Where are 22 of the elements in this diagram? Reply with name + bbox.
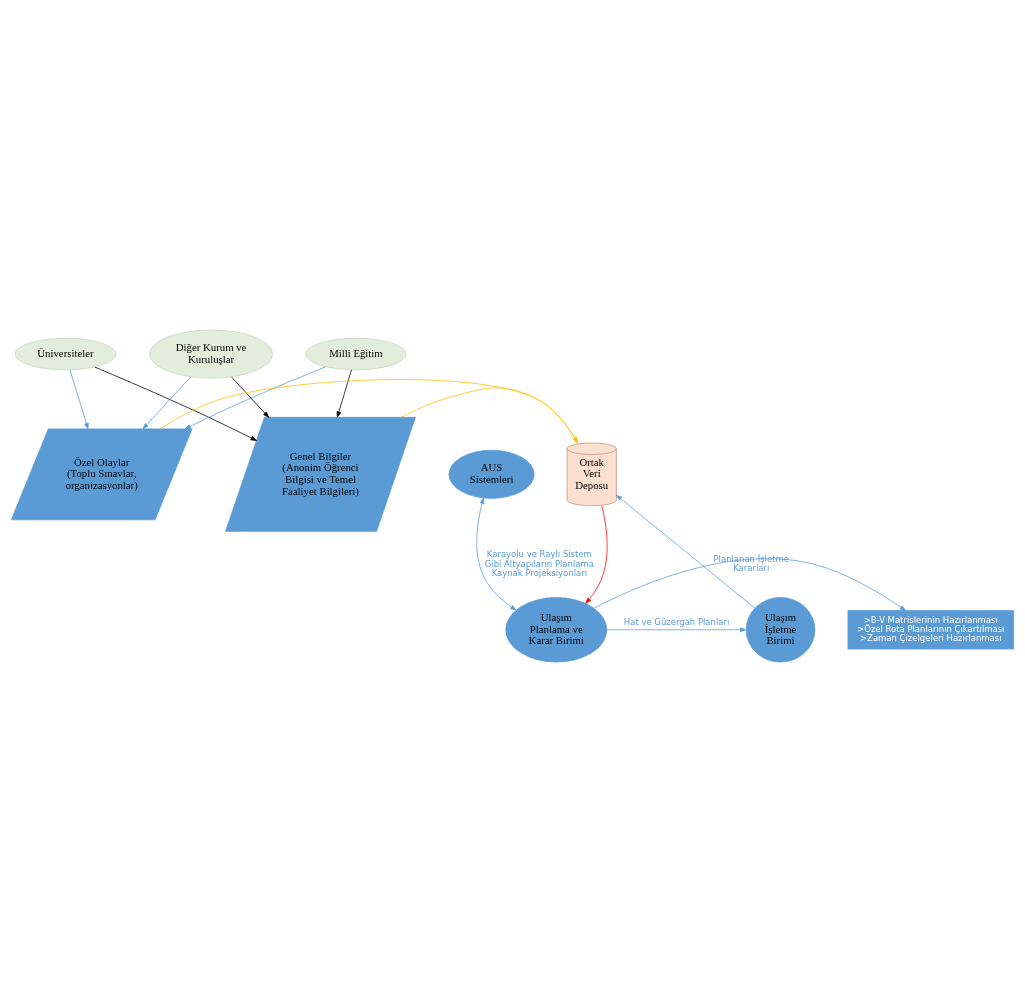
arrow	[231, 376, 270, 418]
arrow	[94, 366, 257, 441]
arrow	[160, 379, 578, 444]
arrow	[184, 366, 327, 430]
node-ellipse: Milli Eğitim	[305, 337, 407, 371]
node-ellipse: AUS Sistemleri	[448, 449, 535, 499]
node-circle: Ulaşım İşletme Birimi	[745, 597, 816, 663]
arrow	[69, 369, 89, 430]
node-ellipse: Üniversiteler	[14, 337, 117, 371]
edge-label: Karayolu ve Raylı Sistem Gibi Altyapıların Planlama Kaynak Projeksiyonları	[484, 549, 594, 578]
node-box: >B-V Matrislerinin Hazırlanması >Özel Rota Planlarının Çıkartılması >Zaman Çizelgeleri Hazırlanması	[847, 610, 1014, 650]
edge-label: Hat ve Güzergah Planları	[623, 616, 730, 627]
edge-label: Planlanan İşletme Kararları	[713, 554, 789, 574]
arrow	[593, 558, 906, 611]
arrow	[401, 387, 578, 444]
arrow	[606, 627, 747, 633]
arrow	[336, 369, 352, 418]
arrow	[142, 376, 192, 430]
arrow	[585, 505, 608, 604]
node-ellipse: Diğer Kurum ve Kuruluşlar	[149, 329, 273, 379]
arrow	[616, 494, 756, 609]
arrow	[476, 497, 517, 611]
